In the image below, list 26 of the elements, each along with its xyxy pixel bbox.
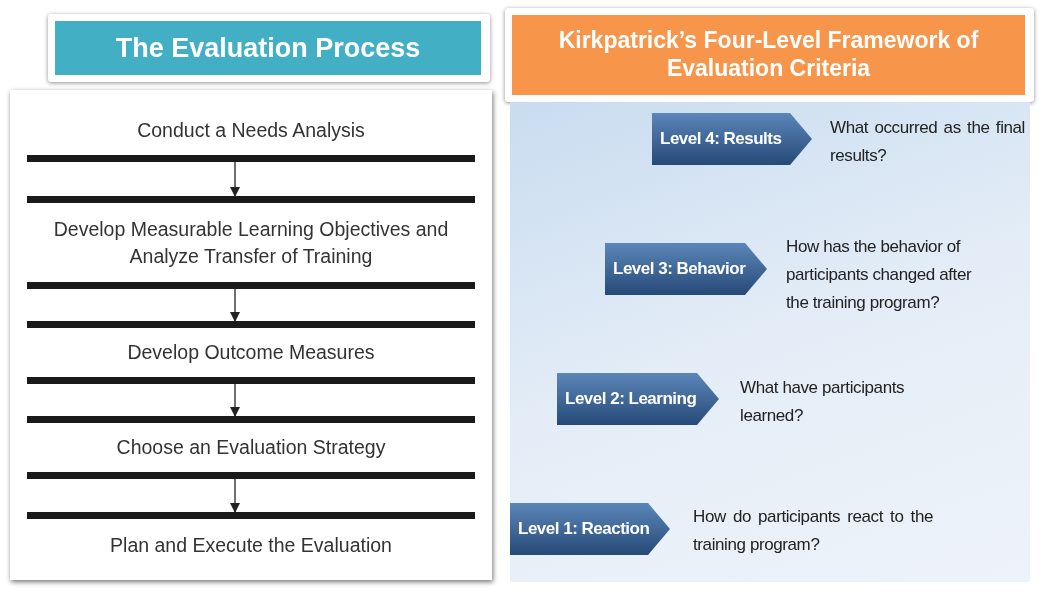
question-text: How has the behavior of participants changed after the training program? [786,236,973,314]
chevron-label: Level 1: Reaction [510,503,670,555]
panel-background [10,90,492,580]
step-band [27,416,475,479]
step-label: Conduct a Needs Analysis [136,117,366,143]
question-text: What occurred as the final results? [830,117,1025,167]
arrow [230,288,240,322]
heading-banner: The Evaluation Process [55,21,481,75]
step-band [27,321,475,384]
arrow [230,478,240,513]
step-label: Develop Outcome Measures [126,340,376,365]
chevron-label: Level 3: Behavior [605,243,767,295]
question-text: How do participants react to the training program? [693,506,933,556]
heading-card [505,8,1034,102]
step-label: Plan and Execute the Evaluation [109,533,393,558]
chevron-label: Level 2: Learning [557,373,719,425]
arrow [230,161,240,197]
step-band [27,196,475,289]
panel-background [510,102,1030,582]
chevron-label: Level 4: Results [652,113,812,165]
step-label: Develop Measurable Learning Objectives and Analyze Transfer of Training [52,216,450,269]
step-label: Choose an Evaluation Strategy [115,435,387,460]
heading-banner: Kirkpatrick’s Four-Level Framework of Evaluation Criteria [512,15,1025,95]
heading-card [48,14,490,82]
arrow [230,383,240,417]
question-text: What have participants learned? [740,377,906,427]
